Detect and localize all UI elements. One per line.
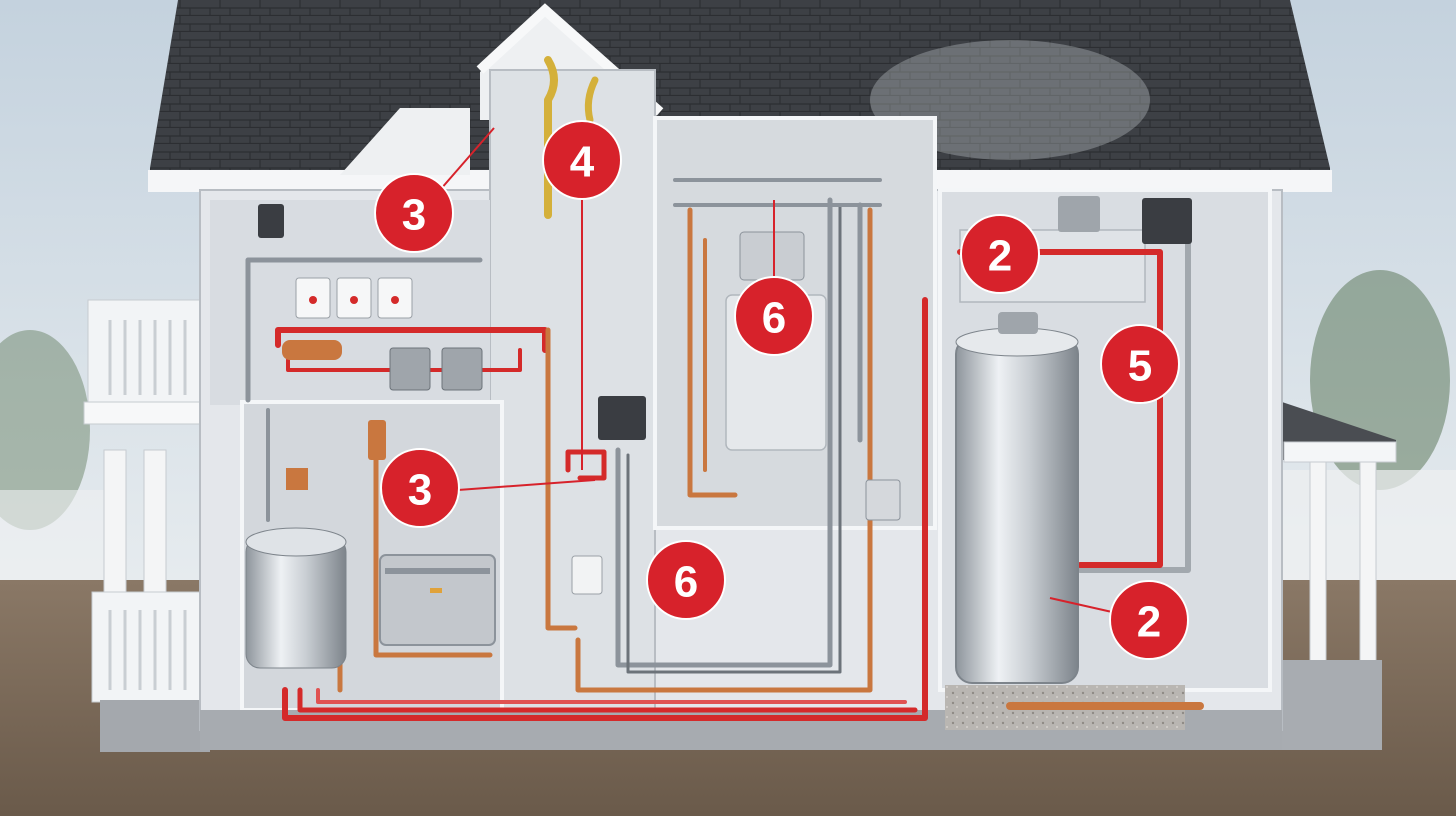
callout-number: 3 [408,466,432,515]
callout-number: 3 [402,191,426,240]
equipment [245,196,1192,684]
callout-marker: 2 [1109,580,1189,660]
gauge-box [571,555,603,595]
left-porch [83,299,211,752]
tank-fitting [286,468,308,490]
callout-circle [734,276,814,356]
water-heater-tank [955,337,1079,684]
callout-circle [542,120,622,200]
boiler-unit [379,554,496,646]
callouts-layer: 3 4 6 2 5 3 6 2 [374,120,1189,660]
pump-unit-2 [441,347,483,391]
control-box [258,204,284,238]
water-heater-top-fitting [998,312,1038,334]
callout-number: 5 [1128,342,1152,391]
callout-marker: 6 [734,276,814,356]
cold-supply-loop [615,197,833,668]
expansion-tank [245,537,347,669]
meter-unit [865,479,901,521]
callout-marker: 5 [1100,324,1180,404]
steam-vapor [870,40,1150,160]
callout-circle [646,540,726,620]
callout-number: 4 [570,138,595,187]
callout-marker: 6 [646,540,726,620]
hot-main-floor-line-2 [297,687,918,713]
valve-cluster [739,231,805,281]
copper-loop [575,207,873,693]
gas-flex-line-2 [584,76,599,124]
hot-main-floor-line [282,297,928,721]
hot-loop-center [565,449,607,481]
callout-number: 6 [762,294,786,343]
hot-water-header [275,327,548,353]
copper-boiler-line [373,437,493,658]
water-heater-cold-line [1077,227,1191,573]
callout-marker: 3 [374,173,454,253]
callout-number: 2 [1137,598,1161,647]
callout-marker: 4 [542,120,622,200]
callout-circle [960,214,1040,294]
cold-water-line [245,257,483,403]
callout-circle [374,173,454,253]
callout-circle [380,448,460,528]
callout-marker: 2 [960,214,1040,294]
copper-riser [545,327,578,631]
upper-manifold [673,178,882,207]
vent-box [1058,196,1100,232]
callout-number: 2 [988,232,1012,281]
callout-number: 6 [674,558,698,607]
water-heater-controller [1142,198,1192,244]
controller-box [598,396,646,440]
callout-marker: 3 [380,448,460,528]
tree-background-left [0,330,90,530]
right-porch [1276,400,1397,750]
callout-leaders [439,127,1113,613]
fence-left [0,490,110,580]
hot-main-floor-line-3 [316,688,907,704]
gas-flex-line [544,56,558,219]
water-heater-hot-line [957,249,1163,568]
callout-circle [1100,324,1180,404]
pump-unit [389,347,431,391]
callout-circle [1109,580,1189,660]
pressure-gauges [295,277,413,319]
copper-fixture-line [687,207,738,498]
cold-supply-loop-inner [626,203,842,674]
pipe-network [245,56,1204,721]
expansion-valve [368,420,386,460]
copper-manifold [282,340,342,360]
